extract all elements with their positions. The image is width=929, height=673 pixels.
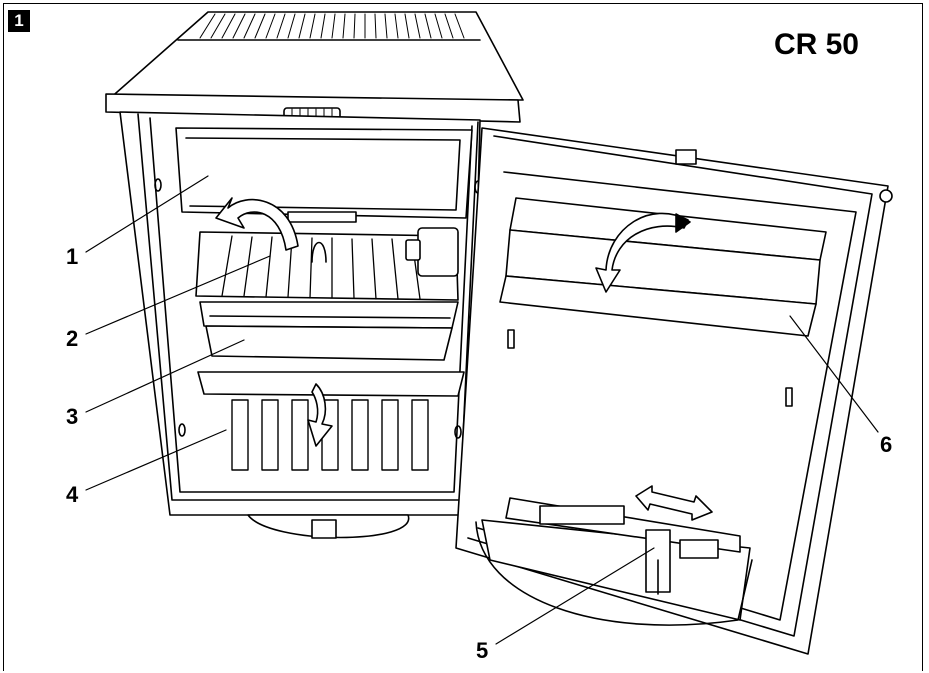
motion-arrows [215, 197, 713, 521]
double-arrow-icon [635, 485, 713, 521]
lower-shelf [197, 371, 465, 471]
upper-door-bin [499, 197, 827, 337]
curved-arrow-icon [215, 197, 299, 251]
callout-5: 5 [476, 638, 488, 663]
drip-tray [199, 301, 459, 361]
model-label: CR 50 [773, 28, 859, 61]
figure-frame [3, 3, 923, 671]
callout-2: 2 [66, 326, 78, 351]
callout-labels: 1 2 3 4 5 6 [66, 244, 892, 663]
leader-lines [85, 175, 879, 645]
callout-4: 4 [66, 482, 79, 507]
lower-door-bin [475, 497, 753, 626]
callout-1: 1 [66, 244, 78, 269]
figure-number-badge: 1 [8, 10, 30, 32]
callout-3: 3 [66, 404, 78, 429]
cabinet-top [105, 11, 524, 123]
down-arrow-icon [307, 383, 333, 447]
callout-6: 6 [880, 432, 892, 457]
freezer-grid-shelf [195, 227, 459, 301]
